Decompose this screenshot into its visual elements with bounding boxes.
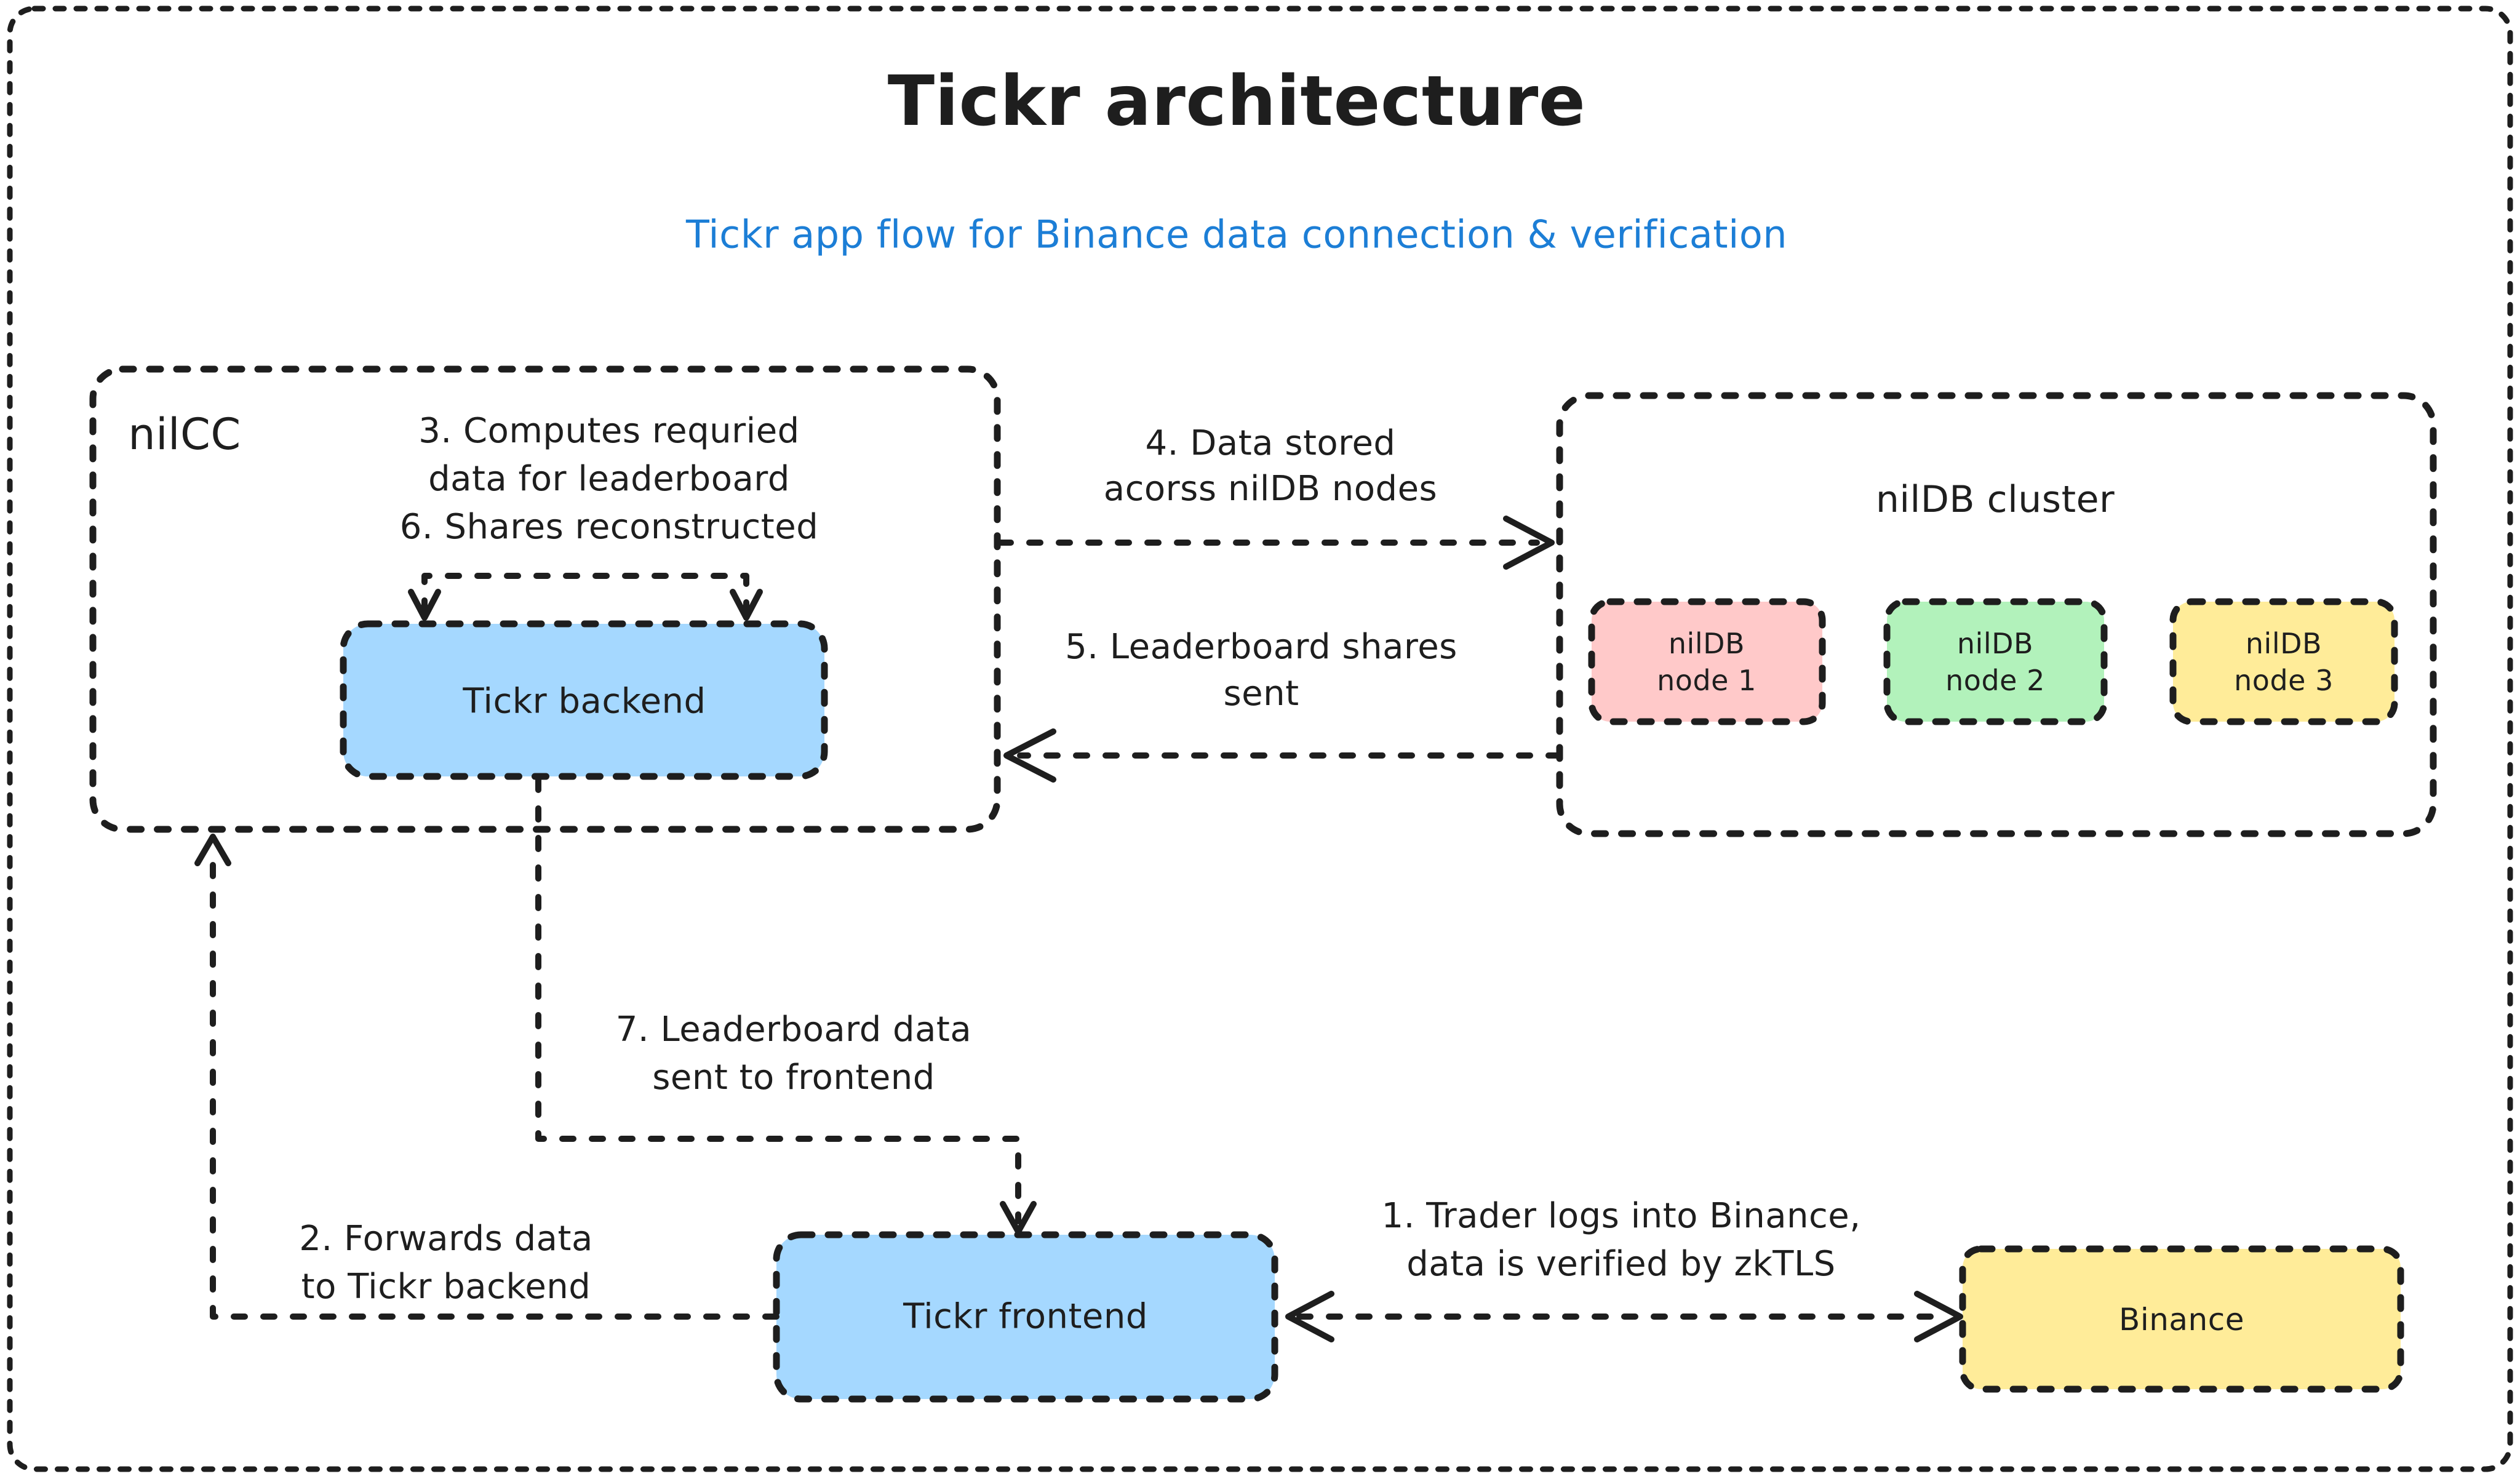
binance-box	[1959, 1245, 2404, 1393]
flow-7-label: 7. Leaderboard data sent to frontend	[616, 1006, 971, 1102]
flow-7-line1: 7. Leaderboard data	[615, 1010, 972, 1050]
arrow-2-head	[194, 834, 231, 866]
flow-5-line1: 5. Leaderboard shares	[1065, 627, 1457, 667]
nildb-cluster-title: nilDB cluster	[1875, 478, 2115, 521]
nildb-cluster-box	[1556, 392, 2437, 837]
node1-line1: nilDB	[1668, 627, 1745, 660]
arrow-7-head	[1000, 1201, 1037, 1235]
nilcc-box-label: nilCC	[128, 409, 241, 460]
tickr-frontend-label: Tickr frontend	[903, 1296, 1148, 1337]
step-6-line: 6. Shares reconstructed	[399, 507, 819, 547]
node2-line2: node 2	[1945, 664, 2045, 697]
arrow-5-head	[1003, 728, 1056, 783]
nildb-node2-label: nilDB node 2	[1945, 625, 2045, 699]
steps-3-6-text: 3. Computes requried data for leaderboar…	[400, 407, 819, 551]
node1-line2: node 1	[1657, 664, 1756, 697]
flow-4-line2: acorss nilDB nodes	[1103, 469, 1438, 509]
nildb-node1-label: nilDB node 1	[1657, 625, 1756, 699]
bracket-right-head	[730, 589, 763, 621]
arrow-1-right-head	[1914, 1291, 1963, 1342]
outer-frame	[7, 6, 2513, 1472]
flow-2-line2: to Tickr backend	[301, 1267, 591, 1307]
arrow-2-line	[210, 843, 780, 1320]
diagram-title: Tickr architecture	[887, 62, 1586, 142]
step-3-line2: data for leaderboard	[428, 459, 790, 499]
node3-line2: node 3	[2234, 664, 2334, 697]
arrow-1-left-head	[1285, 1291, 1334, 1342]
arrow-7-line	[535, 776, 1021, 1224]
tickr-backend-box	[340, 620, 828, 780]
flow-5-label: 5. Leaderboard shares sent	[1065, 624, 1457, 717]
flow-2-label: 2. Forwards data to Tickr backend	[299, 1215, 593, 1311]
tickr-backend-label: Tickr backend	[463, 681, 706, 722]
nildb-node3-label: nilDB node 3	[2234, 625, 2334, 699]
flow-1-label: 1. Trader logs into Binance, data is ver…	[1381, 1192, 1860, 1288]
steps-to-backend-bracket	[421, 573, 749, 615]
nilcc-box	[89, 365, 1001, 833]
arrow-4-head	[1503, 516, 1555, 570]
step-3-line1: 3. Computes requried	[418, 411, 800, 451]
flow-5-line2: sent	[1223, 674, 1299, 714]
binance-label: Binance	[2119, 1302, 2244, 1337]
nildb-node1-box	[1588, 598, 1826, 725]
flow-7-line2: sent to frontend	[652, 1058, 935, 1098]
flow-1-line2: data is verified by zkTLS	[1406, 1244, 1836, 1284]
diagram-subtitle: Tickr app flow for Binance data connecti…	[685, 212, 1788, 257]
bracket-left-head	[408, 589, 441, 621]
nildb-node2-box	[1883, 598, 2108, 725]
nildb-node3-box	[2169, 598, 2398, 725]
flow-4-line1: 4. Data stored	[1145, 423, 1396, 463]
flow-1-line1: 1. Trader logs into Binance,	[1381, 1196, 1861, 1236]
tickr-frontend-box	[773, 1231, 1278, 1403]
node2-line1: nilDB	[1956, 627, 2034, 660]
node3-line1: nilDB	[2245, 627, 2323, 660]
flow-2-line1: 2. Forwards data	[299, 1219, 593, 1259]
flow-4-label: 4. Data stored acorss nilDB nodes	[1104, 421, 1437, 512]
